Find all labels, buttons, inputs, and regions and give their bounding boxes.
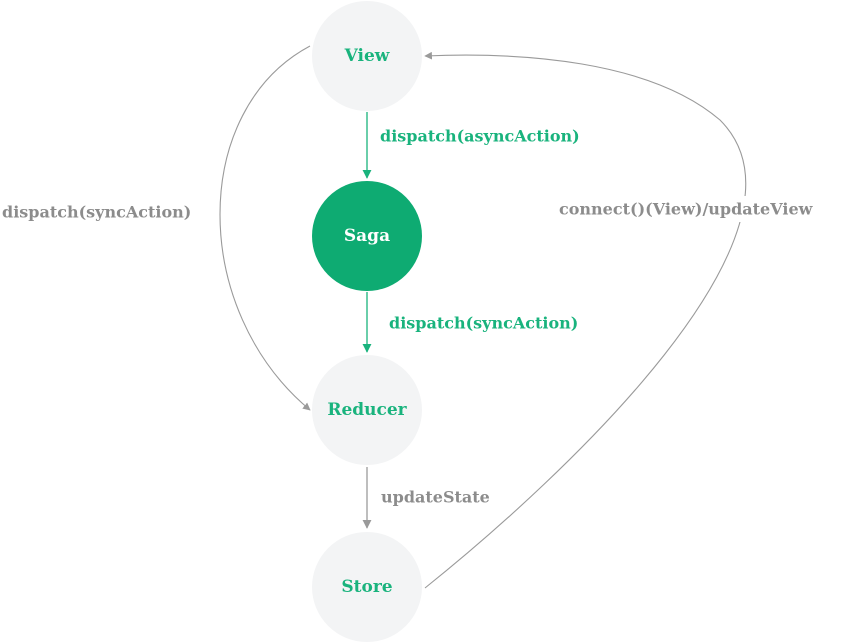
edge-label-store-to-view-bg	[556, 196, 852, 222]
node-view: View	[312, 1, 422, 111]
edge-label-view-to-reducer: dispatch(syncAction)	[2, 203, 191, 222]
edge-label-store-to-view: connect()(View)/updateView	[559, 200, 814, 219]
node-store-label: Store	[341, 577, 392, 597]
node-reducer-label: Reducer	[327, 400, 407, 420]
edge-label-reducer-to-store: updateState	[381, 488, 490, 507]
edge-label-saga-to-reducer: dispatch(syncAction)	[389, 314, 578, 333]
edge-label-view-to-saga: dispatch(asyncAction)	[380, 127, 580, 146]
node-saga-label: Saga	[344, 226, 390, 246]
node-saga: Saga	[312, 181, 422, 291]
edge-store-to-view	[424, 51, 747, 589]
node-reducer: Reducer	[312, 355, 422, 465]
edge-view-to-reducer	[219, 45, 311, 411]
node-store: Store	[312, 532, 422, 642]
node-view-label: View	[344, 46, 390, 66]
